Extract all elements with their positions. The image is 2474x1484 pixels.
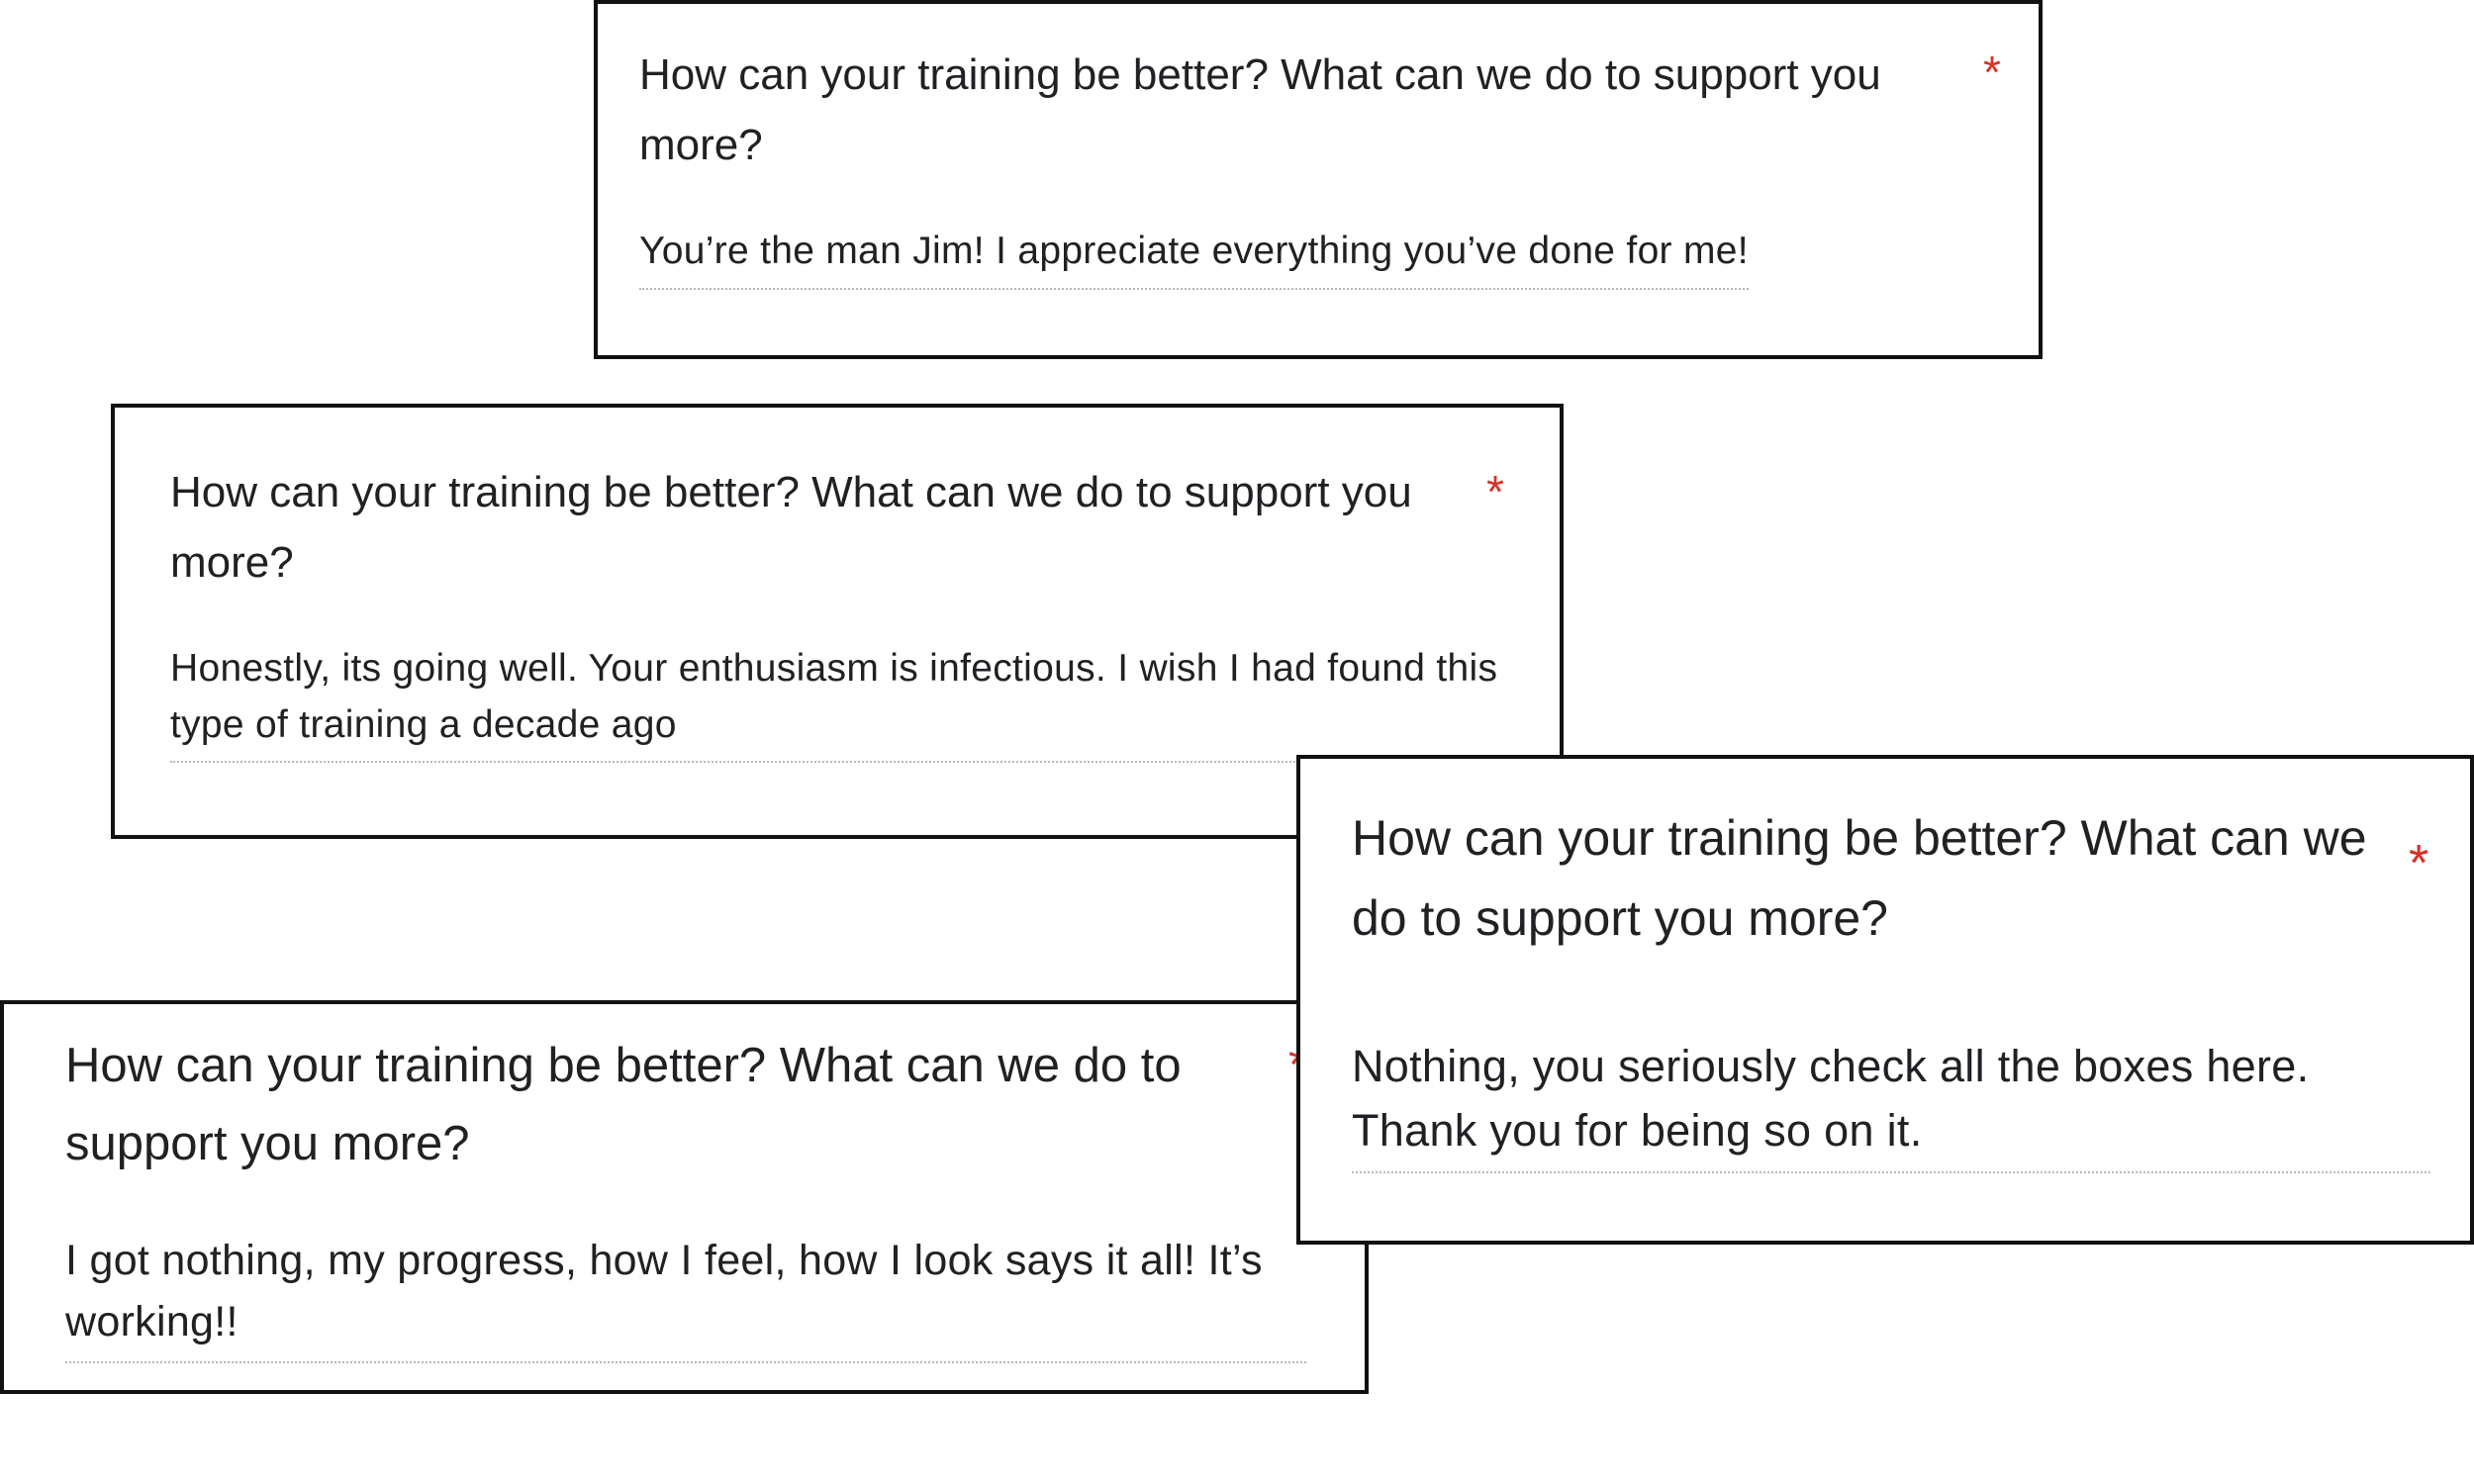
survey-response-card: How can your training be better? What ca…: [0, 1000, 1369, 1394]
required-asterisk: *: [2409, 835, 2429, 892]
response-text-field[interactable]: Honestly, its going well. Your enthusias…: [170, 641, 1516, 764]
survey-response-card: How can your training be better? What ca…: [111, 404, 1564, 839]
required-asterisk: *: [1486, 466, 1504, 517]
response-text-field[interactable]: You’re the man Jim! I appreciate everyth…: [639, 224, 1749, 290]
response-text-field[interactable]: I got nothing, my progress, how I feel, …: [65, 1230, 1306, 1363]
survey-response-card: How can your training be better? What ca…: [594, 0, 2043, 359]
question-label: How can your training be better? What ca…: [65, 1039, 1182, 1171]
question-label: How can your training be better? What ca…: [1352, 810, 2367, 946]
required-asterisk: *: [1983, 46, 2001, 98]
survey-response-card: How can your training be better? What ca…: [1296, 755, 2474, 1245]
question-label: How can your training be better? What ca…: [170, 468, 1412, 588]
response-text-field[interactable]: Nothing, you seriously check all the box…: [1352, 1034, 2430, 1173]
question-label: How can your training be better? What ca…: [639, 50, 1881, 170]
